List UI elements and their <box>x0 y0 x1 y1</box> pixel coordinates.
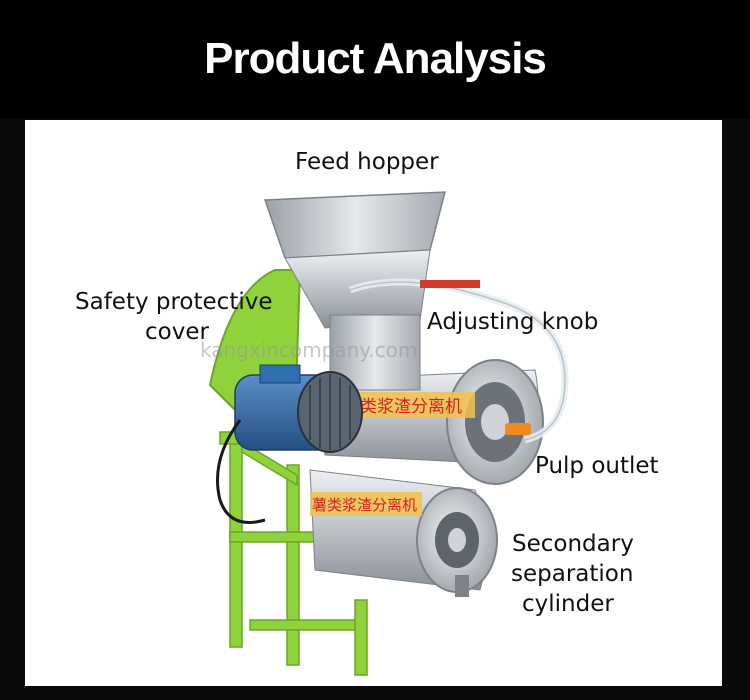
upper-cylinder-text: 类浆渣分离机 <box>360 397 462 417</box>
red-pipe <box>420 280 480 288</box>
feed-hopper-label: Feed hopper <box>295 149 439 175</box>
lower-cylinder-text: 薯类浆渣分离机 <box>312 496 417 514</box>
watermark: kangxincompany.com <box>200 338 418 362</box>
secondary-label-line3: cylinder <box>522 591 614 617</box>
motor <box>234 364 363 453</box>
secondary-label-line2: separation <box>511 561 634 587</box>
header-bar: Product Analysis <box>0 0 750 118</box>
safety-cover-label-line1: Safety protective <box>75 289 273 315</box>
secondary-label-line1: Secondary <box>512 531 634 557</box>
safety-cover-label-line2: cover <box>145 319 209 345</box>
adjusting-knob-label: Adjusting knob <box>427 309 599 335</box>
hose-valve <box>505 423 531 435</box>
power-cable <box>216 419 266 524</box>
pulp-outlet-label: Pulp outlet <box>535 453 659 479</box>
secondary-cylinder: 薯类浆渣分离机 <box>309 469 498 597</box>
feed-hopper <box>263 191 446 391</box>
page-title: Product Analysis <box>204 34 547 83</box>
upper-cylinder: 类浆渣分离机 <box>314 359 544 485</box>
product-panel: 类浆渣分离机 <box>25 120 722 686</box>
separator-machine-image: 类浆渣分离机 <box>208 191 569 676</box>
